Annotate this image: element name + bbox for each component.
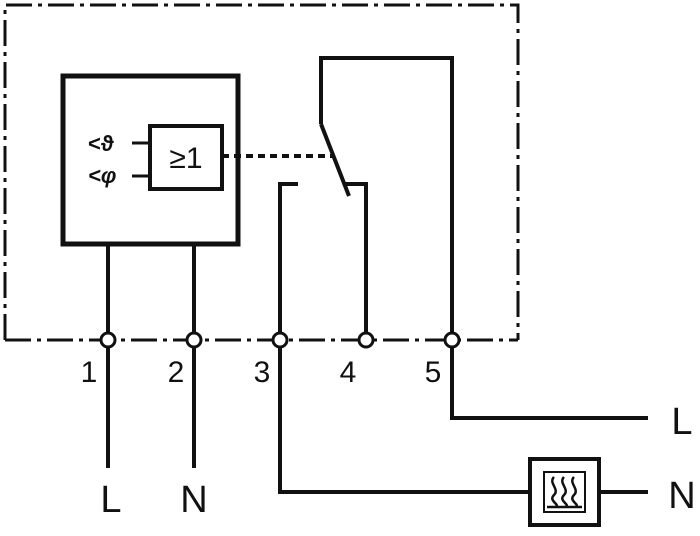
relay-common-conductor [319,56,454,340]
terminal-5 [443,331,461,349]
terminal-4-label: 4 [340,356,357,389]
temperature-condition-label: <ϑ [88,131,114,156]
terminal-2 [185,331,203,349]
humidity-condition-label: <φ [88,163,116,188]
terminal-5-external-wire [450,340,648,420]
supply-label-terminal-5: L [671,401,692,443]
logic-gate [148,124,224,191]
logic-gate-label: ≥1 [169,142,202,175]
supply-label-heater-return: N [668,475,695,517]
terminal-2-label: 2 [168,356,185,389]
enclosure-boundary [3,3,520,340]
relay-fixed-contact-3 [278,182,298,340]
terminal-3 [271,331,289,349]
terminal-3-heater-wire [278,340,530,494]
supply-label-terminal-2: N [180,479,207,521]
heater-icon [528,457,601,527]
terminal-4 [357,331,375,349]
terminal-5-label: 5 [425,356,442,389]
terminal-1-label: 1 [81,356,98,389]
terminal-1 [99,331,117,349]
terminal-3-label: 3 [254,356,271,389]
supply-label-terminal-1: L [100,479,121,521]
relay-fixed-contact-4 [343,182,368,340]
